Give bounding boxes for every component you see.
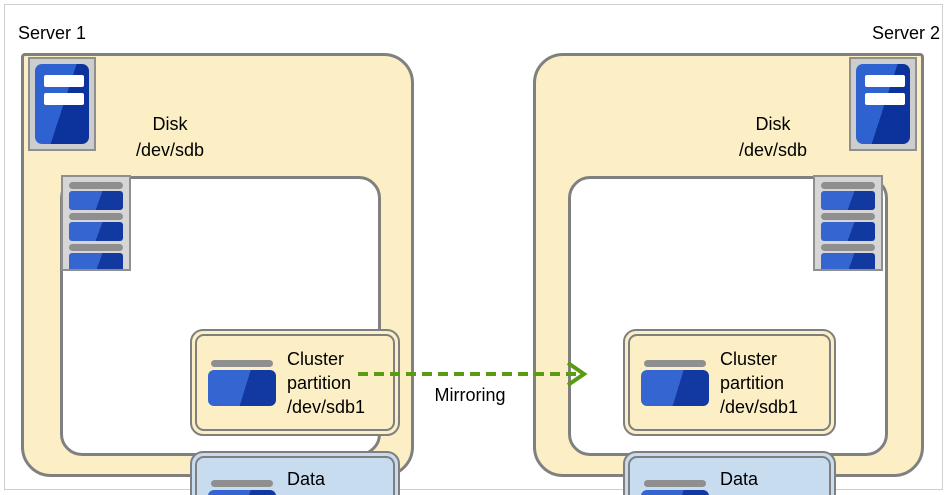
- server1-disk-label: Disk /dev/sdb: [60, 111, 280, 163]
- server1-title: Server 1: [18, 23, 87, 43]
- partition-icon: [641, 479, 709, 495]
- server1-data-partition-box: Data partition /dev/sdb2: [190, 451, 400, 495]
- server2-data-partition-inner: Data partition /dev/sdb2: [628, 456, 831, 495]
- server-tower-icon: [28, 57, 96, 151]
- server2-data-partition-label: Data partition /dev/sdb2: [720, 468, 784, 495]
- partition-icon: [208, 359, 276, 406]
- server1-data-partition-label: Data partition /dev/sdb2: [287, 468, 351, 495]
- server1-box: Disk /dev/sdb Cluster partition /dev/sdb…: [21, 53, 414, 495]
- disk-name: Disk: [755, 114, 791, 134]
- partition-icon: [641, 359, 709, 406]
- disk-name: Disk: [152, 114, 188, 134]
- partition-icon: [208, 479, 276, 495]
- server2-data-partition-box: Data partition /dev/sdb2: [623, 451, 836, 495]
- server1-cluster-partition-inner: Cluster partition /dev/sdb1: [195, 334, 395, 431]
- server2-cluster-partition-box: Cluster partition /dev/sdb1: [623, 329, 836, 436]
- server1-disk-box: Cluster partition /dev/sdb1 Data partiti…: [60, 176, 400, 495]
- mirroring-arrow-icon: [358, 361, 588, 387]
- disk-device: /dev/sdb: [135, 140, 205, 160]
- server1-cluster-partition-label: Cluster partition /dev/sdb1: [287, 348, 366, 417]
- server2-cluster-partition-inner: Cluster partition /dev/sdb1: [628, 334, 831, 431]
- server2-disk-label: Disk /dev/sdb: [663, 111, 883, 163]
- disk-device: /dev/sdb: [738, 140, 808, 160]
- mirroring-label: Mirroring: [434, 385, 506, 405]
- server-tower-icon: [849, 57, 917, 151]
- server2-title: Server 2: [871, 23, 940, 43]
- disk-stack-icon: [813, 175, 883, 271]
- server1-data-partition-inner: Data partition /dev/sdb2: [195, 456, 395, 495]
- disk-stack-icon: [61, 175, 131, 271]
- server2-cluster-partition-label: Cluster partition /dev/sdb1: [720, 348, 799, 417]
- server2-box: Disk /dev/sdb Cluster partition /dev/sdb…: [533, 53, 924, 495]
- server1-cluster-partition-box: Cluster partition /dev/sdb1: [190, 329, 400, 436]
